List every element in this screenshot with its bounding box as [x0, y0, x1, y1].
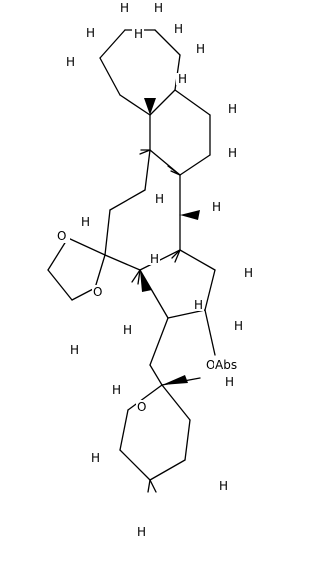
- svg-text:H: H: [228, 146, 237, 160]
- svg-text:H: H: [120, 1, 129, 15]
- o-atom: O: [56, 229, 70, 243]
- h-atom: H: [217, 479, 229, 493]
- h-atom: H: [223, 375, 235, 389]
- h-atom: H: [121, 323, 133, 337]
- carbon-skeleton: [47, 29, 216, 481]
- svg-text:H: H: [234, 319, 243, 333]
- svg-text:H: H: [219, 479, 228, 493]
- h-atom: H: [172, 22, 184, 36]
- stereo-wedges: [140, 98, 200, 385]
- h-atom: H: [135, 525, 147, 539]
- svg-text:O: O: [206, 358, 215, 372]
- svg-text:O: O: [137, 400, 146, 414]
- o-atom: O: [136, 400, 150, 414]
- abs-label: Abs: [214, 358, 242, 372]
- stereo-hashes: [131, 149, 181, 493]
- h-atom: H: [118, 1, 130, 15]
- h-atom: H: [64, 55, 76, 69]
- h-atom: H: [68, 343, 80, 357]
- atom-labels: H H H H H H H H: [56, 1, 254, 539]
- o-atom: O: [92, 285, 106, 299]
- h-atom: H: [176, 72, 188, 86]
- svg-text:H: H: [174, 22, 183, 36]
- svg-text:H: H: [91, 451, 100, 465]
- h-atom: H: [89, 451, 101, 465]
- svg-text:H: H: [225, 375, 234, 389]
- svg-text:H: H: [194, 298, 203, 312]
- svg-text:H: H: [228, 102, 237, 116]
- svg-text:H: H: [155, 192, 164, 206]
- svg-text:H: H: [70, 343, 79, 357]
- molecule-structure: H H H H H H H H: [47, 1, 254, 539]
- h-atom: H: [79, 215, 91, 229]
- svg-text:H: H: [81, 215, 90, 229]
- svg-text:H: H: [178, 72, 187, 86]
- svg-text:H: H: [212, 200, 221, 214]
- svg-text:H: H: [196, 42, 205, 56]
- svg-text:H: H: [134, 27, 143, 41]
- h-atom: H: [84, 26, 96, 40]
- svg-text:O: O: [57, 229, 66, 243]
- h-atom: H: [192, 298, 204, 312]
- svg-text:H: H: [112, 383, 121, 397]
- h-atom: H: [148, 252, 160, 266]
- h-atom: H: [232, 319, 244, 333]
- h-atom: H: [226, 146, 238, 160]
- h-atom: H: [226, 102, 238, 116]
- h-atom: H: [242, 266, 254, 280]
- svg-text:H: H: [86, 26, 95, 40]
- svg-text:H: H: [123, 323, 132, 337]
- h-atom: H: [210, 200, 222, 214]
- h-atom: H: [194, 42, 206, 56]
- svg-text:H: H: [244, 266, 253, 280]
- svg-text:H: H: [154, 1, 163, 15]
- h-atom: H: [153, 192, 165, 206]
- svg-text:O: O: [93, 285, 102, 299]
- svg-text:H: H: [150, 252, 159, 266]
- h-atom: H: [132, 27, 144, 41]
- svg-text:H: H: [66, 55, 75, 69]
- svg-text:H: H: [137, 525, 146, 539]
- h-atom: H: [110, 383, 122, 397]
- h-atom: H: [152, 1, 164, 15]
- svg-text:Abs: Abs: [215, 358, 237, 372]
